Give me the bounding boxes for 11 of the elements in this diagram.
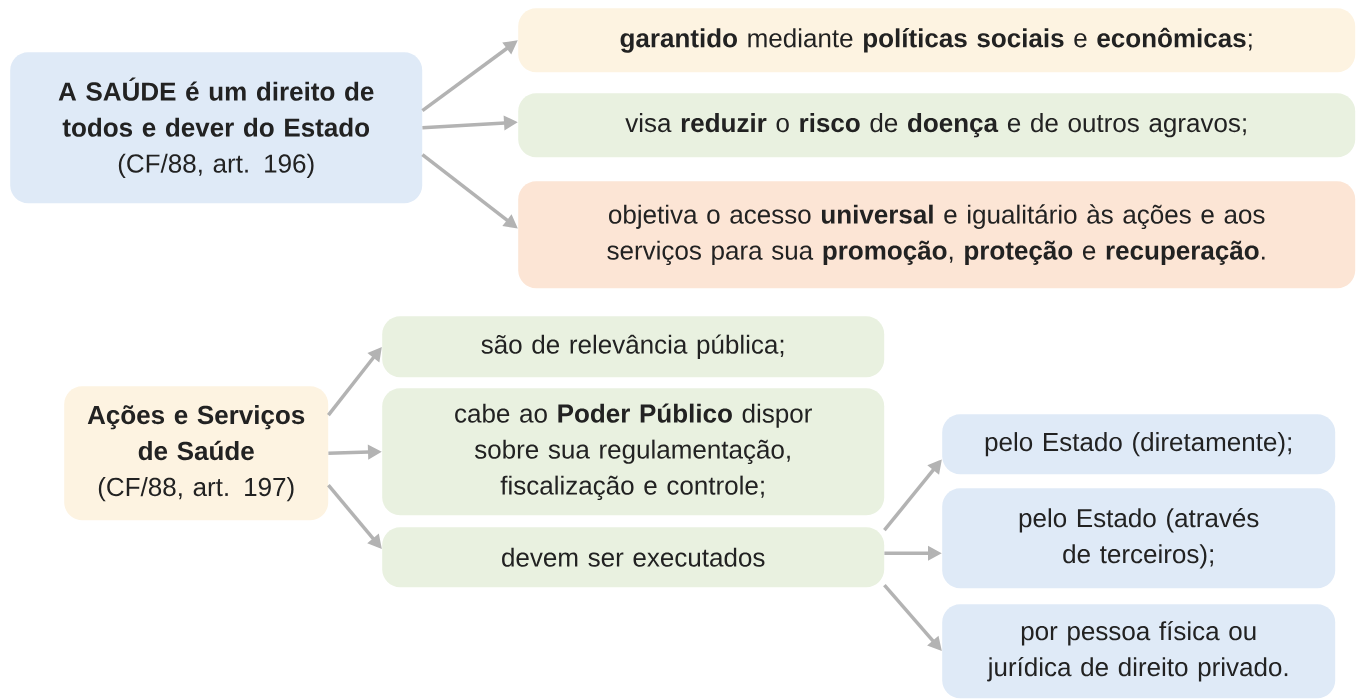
info-box: pelo Estado (através de terceiros); <box>942 488 1336 589</box>
info-box: devem ser executados <box>382 527 885 588</box>
info-box: visa reduzir o risco de doença e de outros agravos; <box>518 93 1356 158</box>
info-box: garantido mediante políticas sociais e econômicas; <box>518 8 1356 73</box>
info-box: A SAÚDE é um direito de todos e dever do Estado (CF/88, art. 196) <box>10 52 423 204</box>
info-box: por pessoa física ou jurídica de direito privado. <box>942 604 1336 699</box>
info-box: são de relevância pública; <box>382 316 885 378</box>
info-box: objetiva o acesso universal e igualitário às ações e aos serviços para sua promoção, proteção e recuperação. <box>518 181 1356 289</box>
info-box: cabe ao Poder Público dispor sobre sua regulamentação, fiscalização e controle; <box>382 388 885 516</box>
info-box: Ações e Serviços de Saúde (CF/88, art. 197) <box>64 386 329 521</box>
info-box: pelo Estado (diretamente); <box>942 414 1336 475</box>
